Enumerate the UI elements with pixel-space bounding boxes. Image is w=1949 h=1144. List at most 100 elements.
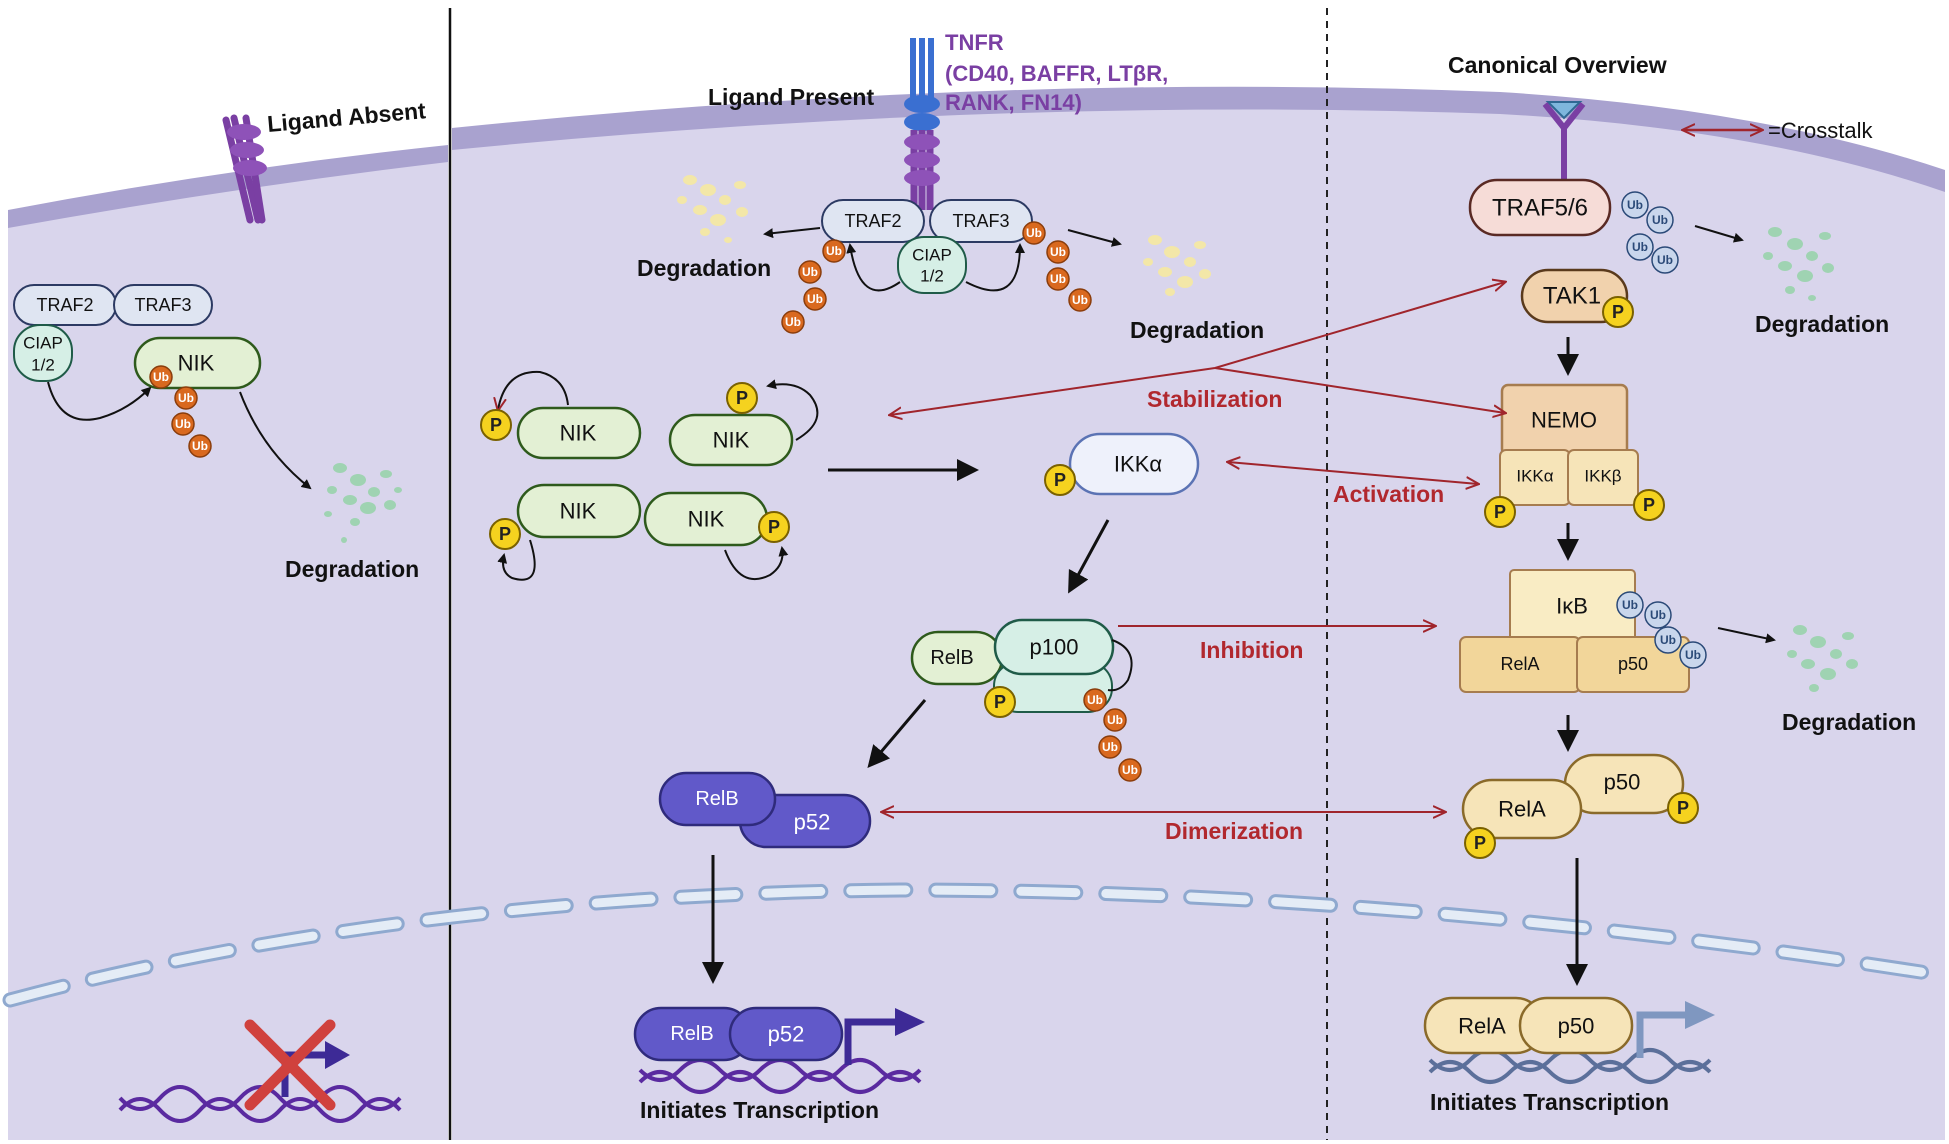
ubiquitination-arrow-traf2 [846,243,901,292]
tnfr-members-line1: (CD40, BAFFR, LTβR, [945,61,1168,86]
rela-p50-complex: p50 RelA P P [1461,753,1699,859]
p52-label: p52 [794,810,831,835]
ub-chain-traf56: Ub Ub Ub Ub [1621,191,1679,274]
traf56-label: TRAF5/6 [1492,195,1588,222]
traf2-middle-label: TRAF2 [844,211,901,231]
nik-phosphates: P P P P [480,382,790,550]
traf3-left-label: TRAF3 [134,295,191,315]
ciap-middle-line2: 1/2 [920,267,944,286]
canonical-receptor-icon [1542,101,1586,180]
p-mark: P [490,415,502,435]
nik-3: NIK [516,483,642,539]
degradation-label-traf3: Degradation [1130,317,1264,343]
left-cytoplasm [8,160,448,1140]
ikk-complex: NEMO IKKα IKKβ P P [1484,383,1665,528]
traf-complex-left: TRAF2 TRAF3 CIAP 1/2 [13,284,213,382]
autophosphorylation-arrow-3 [497,539,536,581]
ub-mark: Ub [1652,213,1668,227]
autophosphorylation-arrow-4 [724,546,789,580]
ub-mark: Ub [153,370,169,384]
nik-left-label: NIK [178,351,215,376]
ub-mark: Ub [1622,598,1638,612]
nik-2: NIK [668,413,794,467]
p-mark: P [994,692,1006,712]
traf3-degradation-arrow [1067,229,1122,247]
ub-chain-p100: Ub Ub Ub Ub [1083,688,1142,782]
degradation-label-ikb: Degradation [1782,709,1916,735]
ub-mark: Ub [178,391,194,405]
ub-mark: Ub [1632,240,1648,254]
stabilization-label: Stabilization [1147,386,1282,412]
p-mark: P [768,517,780,537]
ub-mark: Ub [785,315,801,329]
degradation-label-left: Degradation [285,556,419,582]
ikb-degradation-arrow [1717,627,1776,644]
degradation-fragments-left [324,463,402,543]
ub-mark: Ub [1122,763,1138,777]
ikka-complex-label: IKKα [1516,467,1553,486]
degradation-label-traf56: Degradation [1755,311,1889,337]
right-membrane [452,86,1945,192]
traf56: TRAF5/6 [1468,178,1612,237]
degradation-fragments-traf3 [1143,235,1211,296]
ub-chain-traf2: Ub Ub Ub Ub [781,239,846,334]
degradation-fragments-traf2 [677,175,748,243]
inhibition-label: Inhibition [1200,637,1303,663]
ubiquitination-arrow-left [47,381,152,421]
dimerization-label: Dimerization [1165,818,1303,844]
initiates-transcription-right: Initiates Transcription [1430,1089,1669,1115]
ub-mark: Ub [1102,740,1118,754]
p-mark: P [1494,502,1506,522]
traf-complex-middle: TRAF2 TRAF3 CIAP 1/2 [821,199,1033,294]
p50-dna-label: p50 [1558,1014,1595,1039]
ciap-left-line1: CIAP [23,334,63,353]
receptor-left-icon [222,114,267,224]
ub-mark: Ub [1107,713,1123,727]
p-mark: P [1677,798,1689,818]
rela-label: RelA [1498,797,1546,822]
p-mark: P [736,388,748,408]
ikkb-complex-label: IKKβ [1584,467,1621,486]
p-mark: P [1643,495,1655,515]
tnfr-receptor-icon [904,38,940,210]
ikka-middle-label: IKKα [1114,452,1162,477]
left-membrane [8,145,448,228]
ikb-label: IκB [1556,594,1588,619]
p50-complex-label: p50 [1618,654,1648,674]
p100-to-p52-arrow [867,699,927,769]
autophosphorylation-arrow-2 [766,379,819,441]
ub-mark: Ub [807,292,823,306]
ub-mark: Ub [1627,198,1643,212]
traf3-middle-label: TRAF3 [952,211,1009,231]
degradation-fragments-traf56 [1763,227,1834,301]
traf56-degradation-arrow [1694,225,1744,243]
ub-mark: Ub [1660,633,1676,647]
tnfr-label: TNFR [945,30,1004,55]
ub-mark: Ub [1026,226,1042,240]
relb-dna-label: RelB [670,1023,713,1045]
p-mark: P [499,524,511,544]
rela-p50-bound: RelA p50 [1423,996,1634,1055]
p52-dna-label: p52 [768,1022,805,1047]
tak1-label: TAK1 [1543,283,1601,310]
ub-mark: Ub [1072,293,1088,307]
blocked-transcription-icon [244,1019,336,1111]
ub-mark: Ub [1087,693,1103,707]
rela-dna-label: RelA [1458,1014,1506,1039]
nuclear-envelope-inner [5,885,1945,1005]
rela-complex-label: RelA [1500,654,1539,674]
ciap-middle-line1: CIAP [912,246,952,265]
p-mark: P [1474,833,1486,853]
p50-label: p50 [1604,770,1641,795]
canonical-overview-title: Canonical Overview [1448,52,1667,78]
ikka-to-p100-arrow [1068,519,1110,594]
ub-chain-traf3: Ub Ub Ub Ub [1022,221,1092,312]
p-mark: P [1054,470,1066,490]
ub-mark: Ub [1050,272,1066,286]
nik-1: NIK [516,406,642,460]
tak1: TAK1 P [1520,268,1634,328]
relb-p52-label-relb: RelB [695,788,738,810]
traf2-degradation-arrow [763,227,821,239]
p100-label: p100 [1030,635,1079,660]
